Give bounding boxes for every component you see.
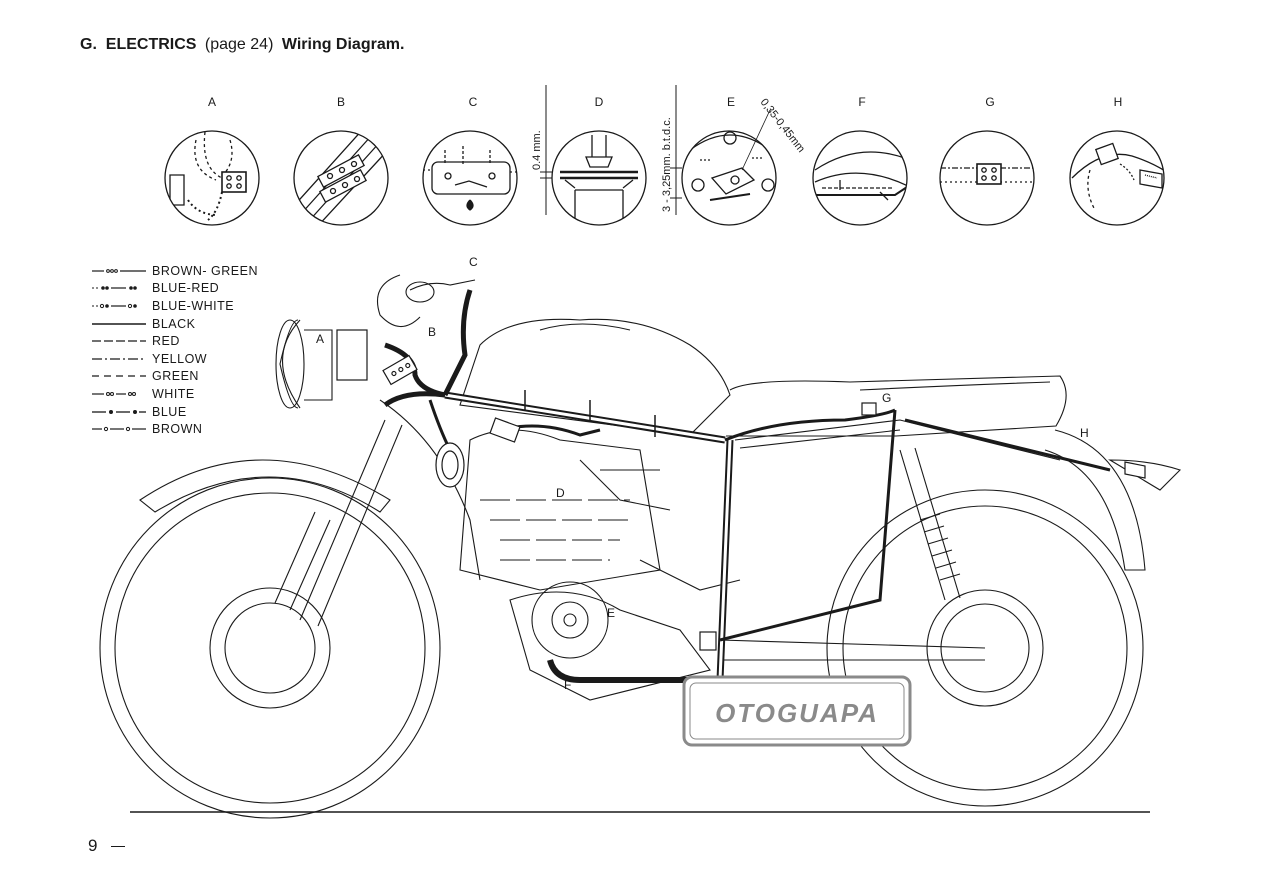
wiring-harness	[383, 289, 1111, 683]
legend-label: BLUE	[152, 404, 187, 419]
legend-item: YELLOW	[90, 350, 258, 368]
section-title: ELECTRICS	[105, 36, 197, 53]
detail-circle-a	[164, 130, 260, 226]
detail-circle-d	[551, 130, 647, 226]
legend-label: BROWN- GREEN	[152, 263, 258, 278]
dimension-gap-d: 0.4 mm.	[531, 130, 543, 170]
rectifier-f	[699, 631, 717, 651]
junction-box-b	[382, 354, 418, 386]
callout-g: G	[882, 391, 891, 405]
legend-item: BLUE-WHITE	[90, 297, 258, 315]
line-swatch-black	[92, 322, 146, 325]
detail-label-c: C	[469, 95, 478, 109]
line-swatch-brown-green	[92, 268, 146, 273]
legend-label: BROWN	[152, 422, 203, 437]
dimension-marks	[540, 85, 771, 215]
legend-item: RED	[90, 332, 258, 350]
detail-label-h: H	[1114, 95, 1123, 109]
legend-label: WHITE	[152, 386, 195, 401]
legend-label: BLACK	[152, 316, 196, 331]
line-swatch-blue-red	[92, 286, 137, 291]
legend-item: BLUE	[90, 403, 258, 421]
front-wheel	[99, 477, 441, 819]
diagram-title: Wiring Diagram.	[281, 36, 405, 53]
legend-label: RED	[152, 334, 180, 349]
callout-b: B	[428, 325, 436, 339]
line-swatch-yellow	[92, 358, 146, 360]
dimension-timing-d: 3 - 3,25mm. b.t.d.c.	[661, 117, 673, 212]
legend-item: BLACK	[90, 315, 258, 333]
detail-label-a: A	[208, 95, 216, 109]
legend-label: YELLOW	[152, 351, 208, 366]
tail-connector-h	[1124, 461, 1146, 479]
legend-item: WHITE	[90, 385, 258, 403]
motorcycle-outline	[99, 274, 1182, 819]
legend-label: BLUE-WHITE	[152, 298, 235, 313]
detail-label-d: D	[595, 95, 604, 109]
wire-color-legend: BROWN- GREEN BLUE-RED BLUE-WHITE BLACK R…	[90, 262, 258, 438]
legend-item: BLUE-RED	[90, 280, 258, 298]
page-heading: G. ELECTRICS (page 24) Wiring Diagram.	[80, 36, 404, 54]
section-number: G.	[80, 36, 97, 53]
line-swatch-white	[92, 391, 136, 396]
page-reference: (page 24)	[204, 36, 274, 53]
detail-circle-f	[812, 130, 908, 226]
line-swatch-red	[92, 340, 146, 342]
watermark-text: OTOGUAPA	[715, 698, 879, 728]
detail-circle-g	[939, 130, 1035, 226]
detail-label-f: F	[858, 95, 865, 109]
detail-label-e: E	[727, 95, 735, 109]
callout-a: A	[316, 332, 324, 346]
regulator	[489, 417, 521, 443]
page-number: 9	[88, 836, 126, 856]
detail-label-g: G	[985, 95, 994, 109]
callout-d: D	[556, 486, 565, 500]
page-number-dash	[111, 845, 126, 848]
callout-e: E	[607, 606, 615, 620]
callout-h: H	[1080, 426, 1089, 440]
rear-wheel	[826, 489, 1144, 807]
detail-circle-b	[293, 130, 389, 226]
callout-f: F	[564, 678, 571, 692]
detail-circle-e	[681, 130, 777, 226]
legend-label: GREEN	[152, 369, 199, 384]
line-swatch-brown	[92, 427, 146, 432]
detail-circle-c	[422, 130, 518, 226]
line-swatch-green	[92, 375, 146, 377]
detail-label-b: B	[337, 95, 345, 109]
switch-block-a	[336, 329, 368, 381]
detail-circle-h	[1069, 130, 1165, 226]
watermark-stamp: OTOGUAPA	[682, 675, 912, 747]
line-swatch-blue	[92, 409, 146, 414]
legend-item: BROWN	[90, 420, 258, 438]
line-swatch-blue-white	[92, 303, 137, 309]
page-number-value: 9	[88, 836, 98, 855]
legend-item: GREEN	[90, 368, 258, 386]
legend-item: BROWN- GREEN	[90, 262, 258, 280]
callout-c: C	[469, 255, 478, 269]
legend-label: BLUE-RED	[152, 281, 220, 296]
junction-box-g	[861, 402, 877, 416]
dimension-gap-e: 0,35-0,45mm	[758, 96, 807, 154]
